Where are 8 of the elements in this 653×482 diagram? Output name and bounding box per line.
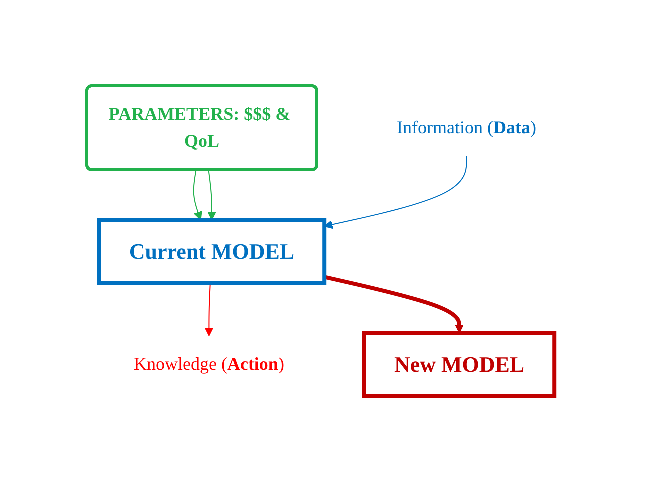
arrow <box>193 170 202 220</box>
arrow <box>204 282 214 336</box>
node-box: Current MODEL <box>97 218 326 285</box>
arrow <box>207 170 216 220</box>
node-text: Information (Data) <box>396 118 536 138</box>
node-text: Knowledge (Action) <box>134 354 284 374</box>
node-box: New MODEL <box>362 331 556 398</box>
arrow <box>324 275 464 334</box>
